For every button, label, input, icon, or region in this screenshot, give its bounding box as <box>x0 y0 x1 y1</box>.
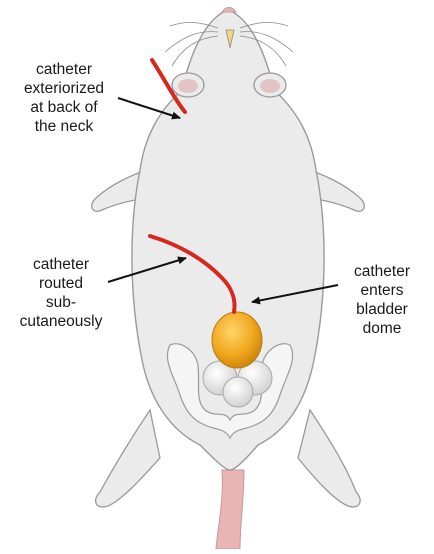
label-line: catheter <box>35 61 92 78</box>
catheter-neck <box>150 58 187 114</box>
label-line: catheter <box>353 263 410 280</box>
catheter-subcutaneous <box>148 234 237 314</box>
label-line: routed <box>39 275 83 292</box>
left-hind-leg <box>94 408 161 508</box>
pelvis-bone <box>166 343 294 440</box>
label-catheter-routed: catheter routed sub- cutaneously <box>12 255 110 331</box>
label-line: cutaneously <box>19 313 103 330</box>
label-line: enters <box>360 282 404 299</box>
mouth-tooth <box>225 29 235 49</box>
label-line: at back of <box>30 99 98 116</box>
nose <box>221 7 237 13</box>
arrow-bladder <box>251 284 339 305</box>
whiskers <box>164 22 294 67</box>
arrow-routed <box>107 256 187 283</box>
label-line: exteriorized <box>23 80 105 97</box>
label-line: dome <box>362 320 402 337</box>
label-catheter-neck: catheter exteriorized at back of the nec… <box>0 60 128 136</box>
left-ear-inner <box>178 79 198 93</box>
bladder <box>211 311 263 369</box>
label-catheter-bladder: catheter enters bladder dome <box>330 262 434 338</box>
arrow-neck <box>117 97 181 120</box>
label-line: the neck <box>34 118 94 135</box>
label-line: sub- <box>45 294 77 311</box>
label-line: bladder <box>356 301 408 318</box>
organ-bottom <box>222 376 254 408</box>
right-hind-leg <box>297 408 361 508</box>
right-ear-inner <box>260 79 280 93</box>
label-line: catheter <box>32 256 89 273</box>
tail <box>215 469 245 550</box>
